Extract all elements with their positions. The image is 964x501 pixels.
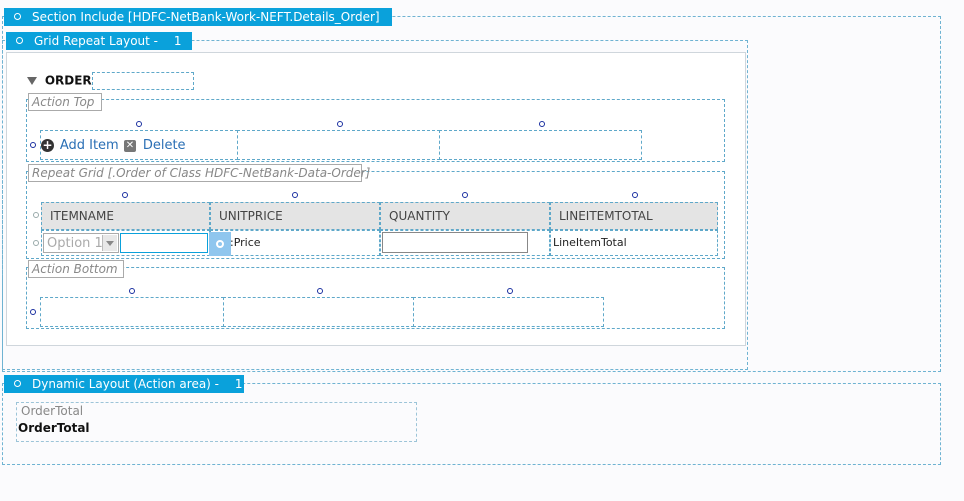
row-cell-lineitemtotal [550,230,718,256]
quantity-input[interactable] [382,232,528,253]
unitprice-value: :Price [230,236,261,249]
column-header-itemname[interactable]: ITEMNAME [41,202,210,230]
itemname-text-input[interactable] [120,233,208,253]
delete-label: Delete [142,137,186,153]
dropdown-arrow-icon [102,235,117,251]
cell-handle-icon[interactable] [462,192,468,198]
row-handle-icon[interactable] [30,309,36,315]
action-bottom-container [26,267,725,329]
order-total-label: OrderTotal [21,404,84,418]
add-item-label: Add Item [59,137,119,153]
cell-handle-icon[interactable] [539,121,545,127]
cell-handle-icon[interactable] [136,121,142,127]
lookup-gear-icon[interactable] [209,232,231,256]
repeat-grid-legend: Repeat Grid [.Order of Class HDFC-NetBan… [28,164,370,182]
header-row-handle-icon[interactable] [33,212,39,218]
dynamic-layout-container [2,383,941,465]
order-section-header[interactable]: ORDER [27,72,92,88]
add-circle-icon: + [41,138,54,152]
order-section-title: ORDER [44,73,92,88]
cell-handle-icon[interactable] [337,121,343,127]
grid-repeat-container [2,40,748,370]
ring-icon [14,380,21,387]
column-header-quantity[interactable]: QUANTITY [380,202,550,230]
dynamic-layout-count: 1 [234,377,243,391]
row-handle-icon[interactable] [30,142,36,148]
delete-link[interactable]: ✕ Delete [124,137,186,153]
add-item-link[interactable]: + Add Item [41,137,119,153]
lineitemtotal-value: LineItemTotal [553,236,627,249]
cell-handle-icon[interactable] [122,192,128,198]
grid-repeat-label: Grid Repeat Layout - [34,34,158,48]
cell-handle-icon[interactable] [317,288,323,294]
data-row-handle-icon[interactable] [33,240,39,246]
action-bottom-cell-3 [413,297,604,327]
ring-icon [16,37,23,44]
action-bottom-legend: Action Bottom [28,260,124,278]
action-top-cell-3 [439,130,642,160]
repeat-grid-container [26,171,725,259]
collapse-triangle-icon[interactable] [27,76,37,85]
cell-handle-icon[interactable] [632,192,638,198]
dynamic-layout-header[interactable]: Dynamic Layout (Action area) - 1 [4,375,244,393]
delete-x-icon: ✕ [124,139,136,152]
action-bottom-cell-1 [40,297,224,327]
dynamic-layout-label: Dynamic Layout (Action area) - [32,377,220,391]
section-include-header[interactable]: Section Include [HDFC-NetBank-Work-NEFT.… [4,8,392,26]
row-cell-quantity [380,230,550,256]
itemname-select[interactable]: Option 1 [43,233,119,253]
cell-handle-icon[interactable] [129,288,135,294]
action-top-container [26,99,725,162]
action-top-legend: Action Top [28,93,102,111]
ring-icon [14,13,21,20]
cell-handle-icon[interactable] [507,288,513,294]
action-bottom-cell-2 [223,297,414,327]
grid-repeat-header[interactable]: Grid Repeat Layout - 1 [6,32,192,50]
action-top-cell-2 [237,130,440,160]
order-total-cell [16,402,417,442]
grid-repeat-count: 1 [173,34,182,48]
cell-handle-icon[interactable] [292,192,298,198]
column-header-lineitemtotal[interactable]: LINEITEMTOTAL [550,202,718,230]
itemname-select-value: Option 1 [47,236,103,251]
order-total-value: OrderTotal [18,421,90,435]
order-header-placeholder[interactable] [92,72,194,90]
section-include-label: Section Include [HDFC-NetBank-Work-NEFT.… [32,10,380,24]
column-header-unitprice[interactable]: UNITPRICE [210,202,380,230]
